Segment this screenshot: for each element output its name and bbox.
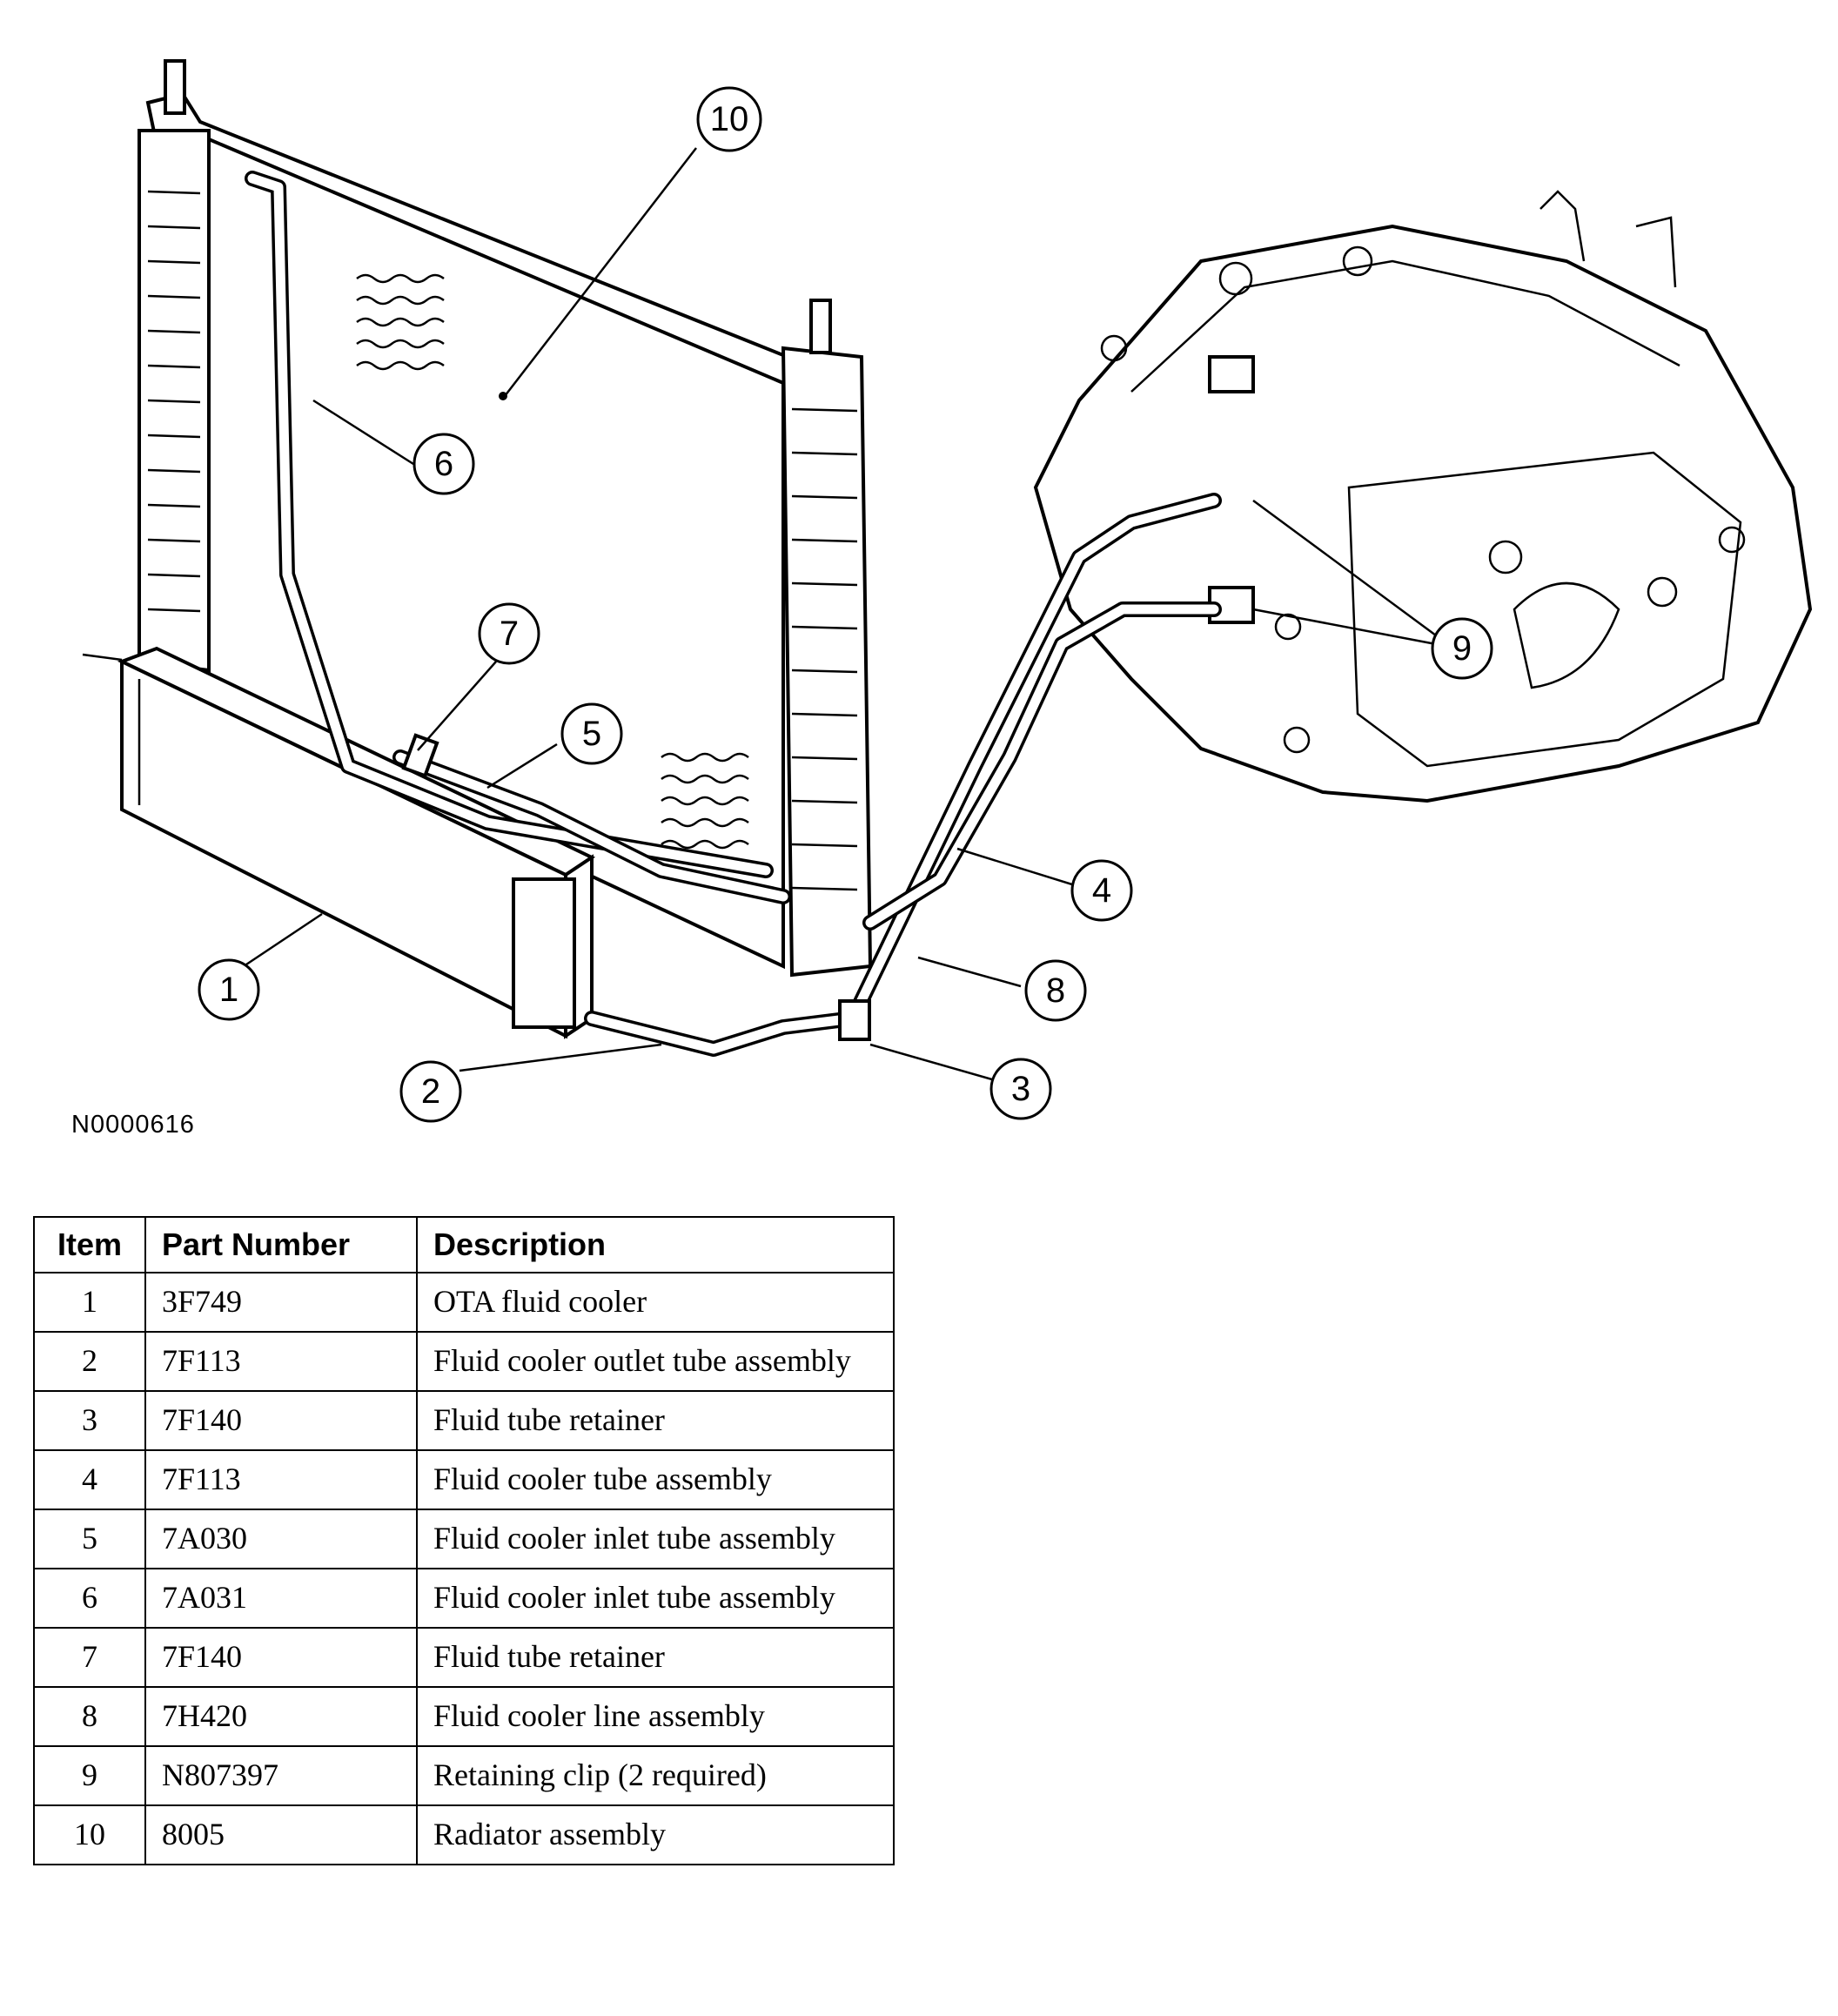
cell-description: Fluid cooler inlet tube assembly bbox=[416, 1568, 895, 1629]
callout-6: 6 bbox=[413, 433, 475, 495]
svg-text:2: 2 bbox=[421, 1072, 440, 1111]
callout-8: 8 bbox=[1024, 959, 1087, 1022]
cooler-tubes bbox=[245, 171, 1222, 1057]
cell-description: Retaining clip (2 required) bbox=[416, 1745, 895, 1806]
header-item: Item bbox=[33, 1216, 146, 1273]
svg-text:6: 6 bbox=[434, 445, 453, 483]
transmission-assembly bbox=[1033, 190, 1813, 803]
cell-part-number: 7F113 bbox=[144, 1449, 418, 1510]
parts-table: Item Part Number Description 1 3F749 OTA… bbox=[33, 1216, 895, 1865]
cell-description: Fluid tube retainer bbox=[416, 1627, 895, 1688]
callout-1: 1 bbox=[198, 958, 260, 1021]
table-row: 2 7F113 Fluid cooler outlet tube assembl… bbox=[33, 1331, 895, 1392]
table-row: 3 7F140 Fluid tube retainer bbox=[33, 1390, 895, 1451]
cell-part-number: 7F140 bbox=[144, 1390, 418, 1451]
leader-lines bbox=[243, 147, 1437, 1083]
header-description: Description bbox=[416, 1216, 895, 1273]
table-header-row: Item Part Number Description bbox=[33, 1216, 895, 1273]
cell-description: Fluid cooler tube assembly bbox=[416, 1449, 895, 1510]
cell-description: Radiator assembly bbox=[416, 1804, 895, 1865]
cell-item: 4 bbox=[33, 1449, 146, 1510]
cell-description: Fluid tube retainer bbox=[416, 1390, 895, 1451]
table-row: 10 8005 Radiator assembly bbox=[33, 1804, 895, 1865]
cell-part-number: 7A030 bbox=[144, 1509, 418, 1569]
cell-description: Fluid cooler outlet tube assembly bbox=[416, 1331, 895, 1392]
callout-7: 7 bbox=[478, 602, 540, 665]
cell-part-number: 7F140 bbox=[144, 1627, 418, 1688]
figure-code: N0000616 bbox=[71, 1111, 195, 1139]
table-row: 9 N807397 Retaining clip (2 required) bbox=[33, 1745, 895, 1806]
cell-item: 5 bbox=[33, 1509, 146, 1569]
cell-part-number: 7H420 bbox=[144, 1686, 418, 1747]
callout-4: 4 bbox=[1070, 859, 1133, 922]
cell-part-number: N807397 bbox=[144, 1745, 418, 1806]
table-row: 8 7H420 Fluid cooler line assembly bbox=[33, 1686, 895, 1747]
callout-10: 10 bbox=[696, 86, 762, 152]
svg-text:9: 9 bbox=[1452, 629, 1472, 668]
cell-part-number: 3F749 bbox=[144, 1272, 418, 1333]
svg-text:5: 5 bbox=[582, 715, 601, 753]
svg-text:1: 1 bbox=[219, 971, 238, 1009]
header-part-number: Part Number bbox=[144, 1216, 418, 1273]
svg-text:3: 3 bbox=[1011, 1070, 1030, 1108]
table-row: 6 7A031 Fluid cooler inlet tube assembly bbox=[33, 1568, 895, 1629]
cell-part-number: 7A031 bbox=[144, 1568, 418, 1629]
cooler-line-illustration: 1 2 3 4 5 6 7 8 9 10 bbox=[82, 59, 1813, 1123]
cell-item: 1 bbox=[33, 1272, 146, 1333]
svg-text:4: 4 bbox=[1092, 871, 1111, 910]
table-row: 4 7F113 Fluid cooler tube assembly bbox=[33, 1449, 895, 1510]
callout-9: 9 bbox=[1431, 617, 1493, 680]
cell-item: 2 bbox=[33, 1331, 146, 1392]
callout-2: 2 bbox=[399, 1060, 462, 1123]
cell-item: 6 bbox=[33, 1568, 146, 1629]
table-row: 1 3F749 OTA fluid cooler bbox=[33, 1272, 895, 1333]
svg-text:7: 7 bbox=[500, 615, 519, 653]
callout-5: 5 bbox=[560, 702, 623, 765]
cell-part-number: 8005 bbox=[144, 1804, 418, 1865]
cell-item: 8 bbox=[33, 1686, 146, 1747]
cell-item: 10 bbox=[33, 1804, 146, 1865]
cell-description: Fluid cooler inlet tube assembly bbox=[416, 1509, 895, 1569]
cell-part-number: 7F113 bbox=[144, 1331, 418, 1392]
cell-description: OTA fluid cooler bbox=[416, 1272, 895, 1333]
table-row: 5 7A030 Fluid cooler inlet tube assembly bbox=[33, 1509, 895, 1569]
cell-item: 9 bbox=[33, 1745, 146, 1806]
svg-text:10: 10 bbox=[710, 100, 749, 138]
callout-3: 3 bbox=[989, 1058, 1052, 1120]
cell-description: Fluid cooler line assembly bbox=[416, 1686, 895, 1747]
table-row: 7 7F140 Fluid tube retainer bbox=[33, 1627, 895, 1688]
cell-item: 3 bbox=[33, 1390, 146, 1451]
svg-text:8: 8 bbox=[1046, 971, 1065, 1010]
cell-item: 7 bbox=[33, 1627, 146, 1688]
